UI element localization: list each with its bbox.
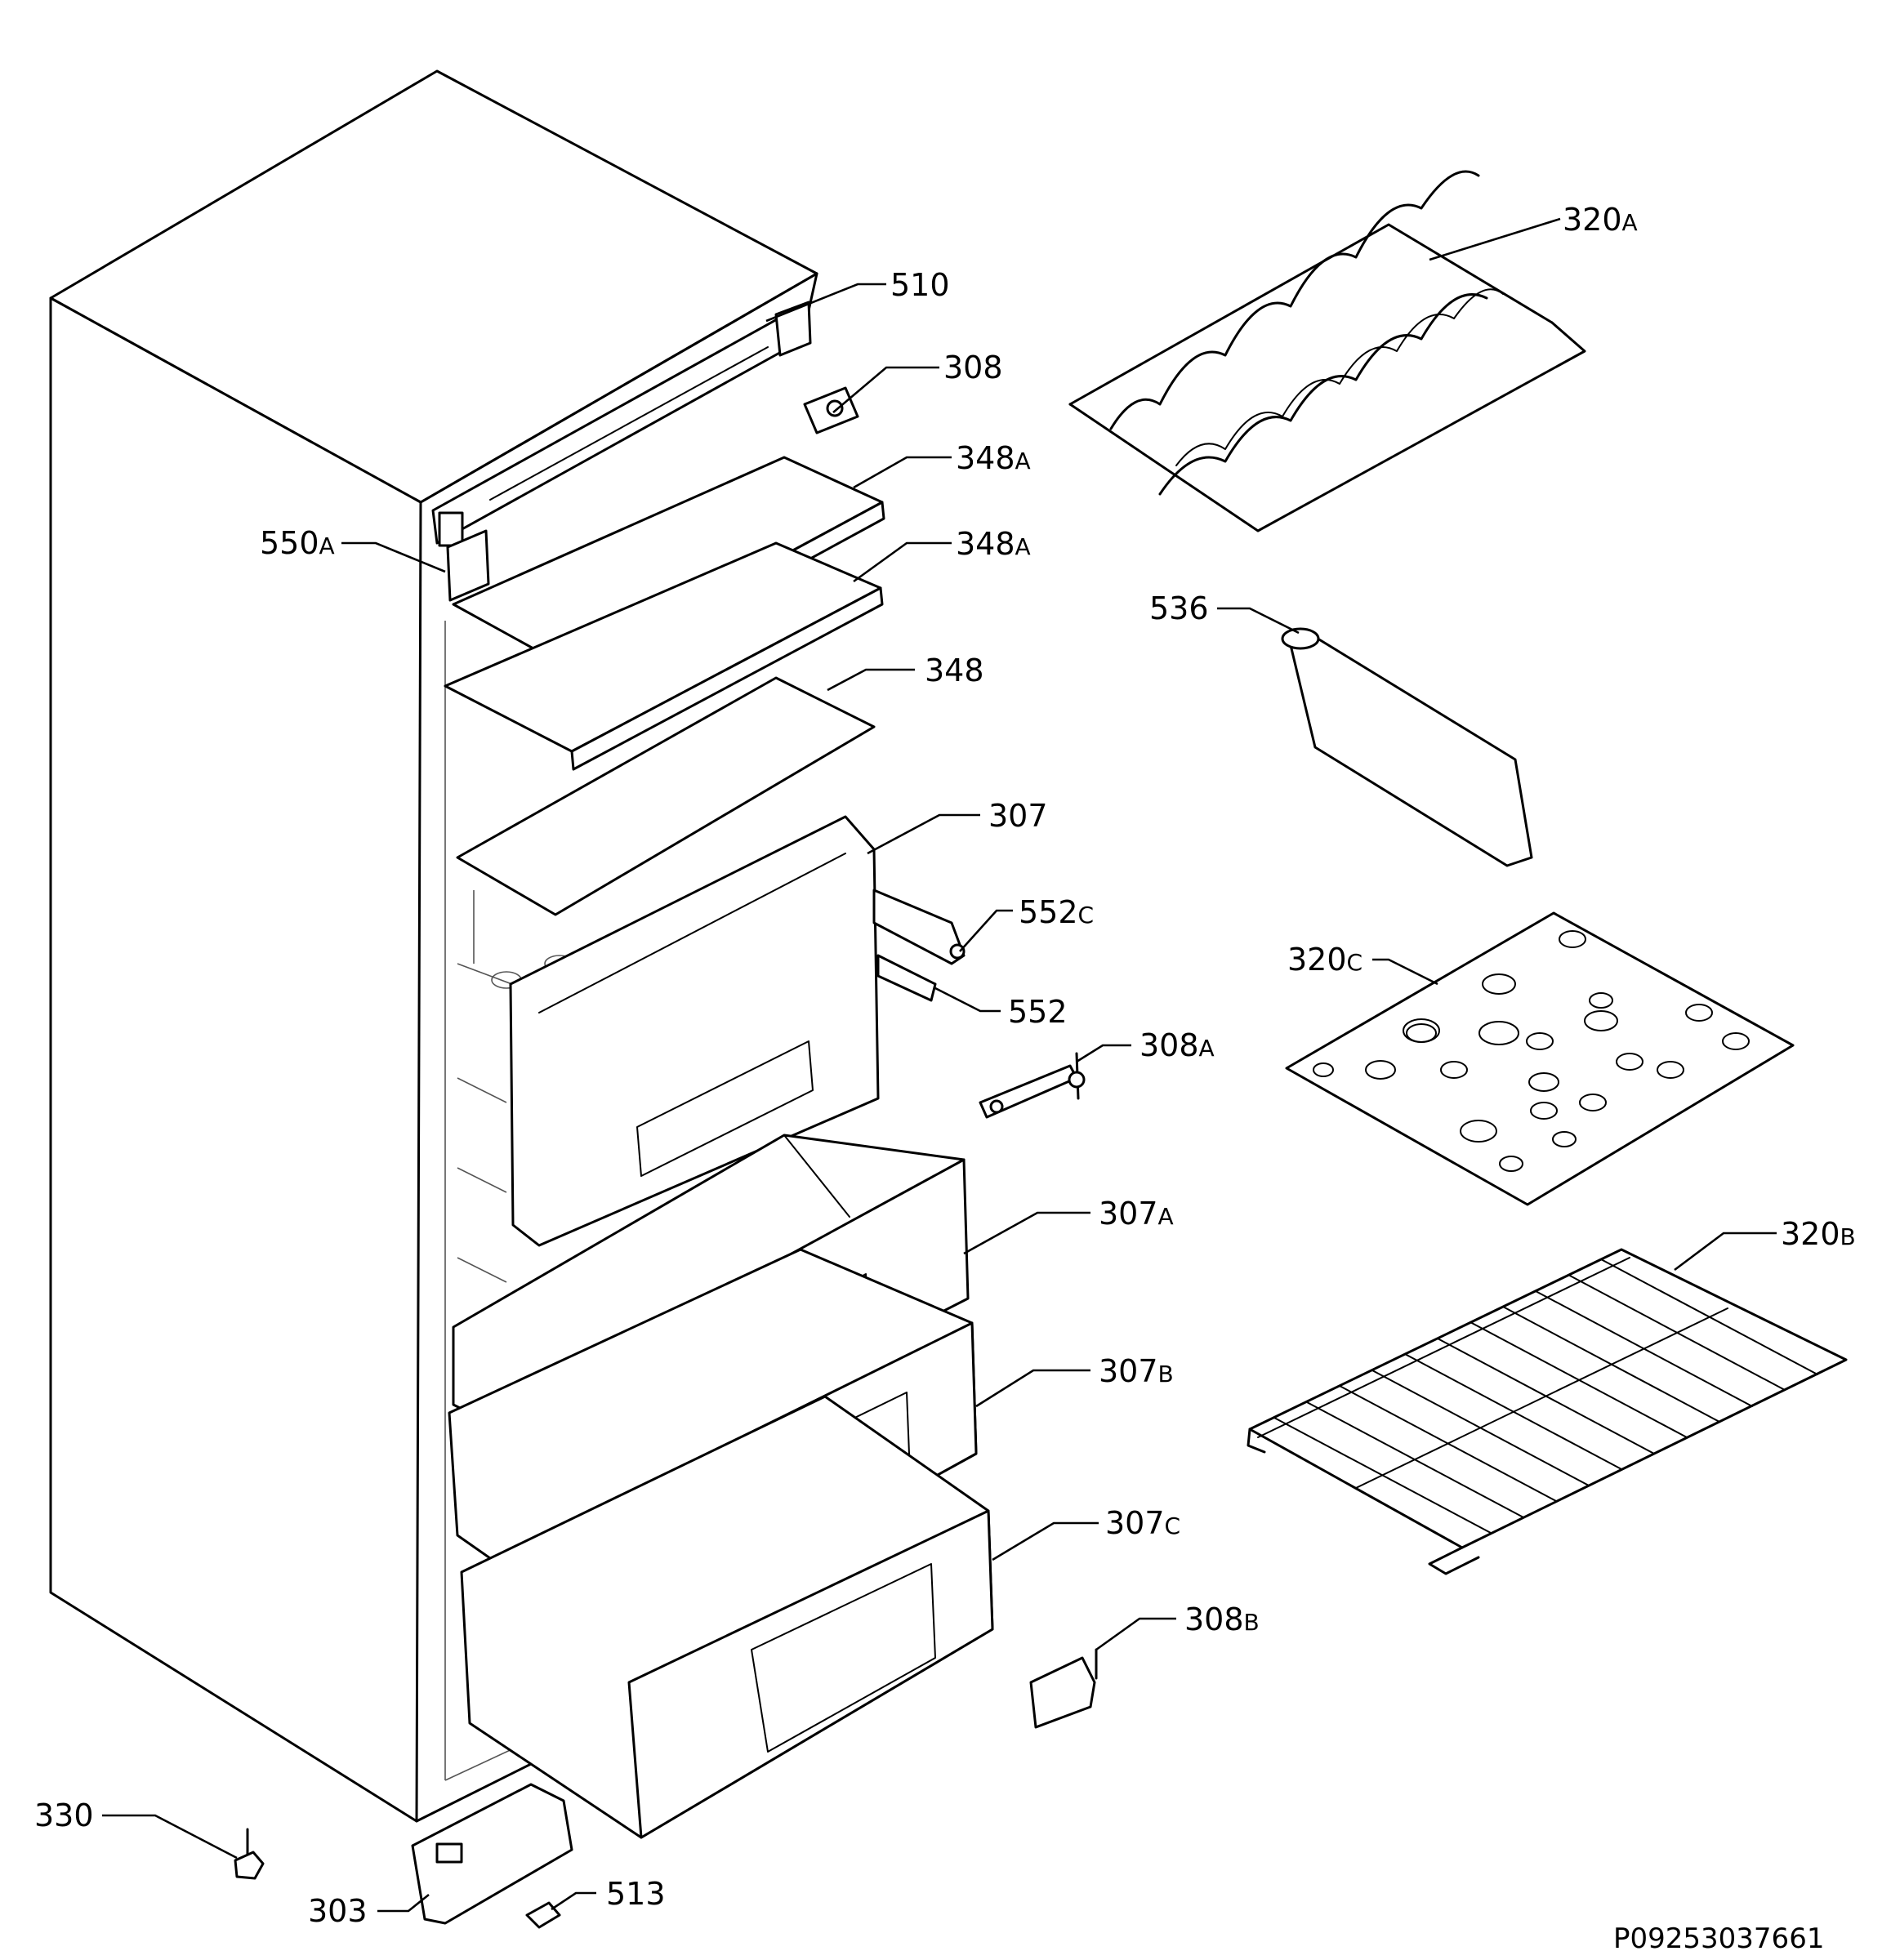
drawing-code: P09253037661 bbox=[1613, 1922, 1824, 1955]
callout-320c: 320C bbox=[1287, 942, 1363, 978]
cabinet-body bbox=[49, 69, 818, 1823]
part-308a-middle-hinge bbox=[979, 1052, 1086, 1119]
part-308-top-hinge bbox=[803, 386, 859, 434]
callout-307: 307 bbox=[988, 798, 1048, 834]
part-348-shelf-3 bbox=[456, 676, 876, 916]
callout-550a: 550A bbox=[260, 525, 335, 561]
callout-308a: 308A bbox=[1140, 1027, 1215, 1063]
part-320b-wire-shelf bbox=[1247, 1248, 1848, 1575]
callout-513: 513 bbox=[606, 1876, 666, 1912]
callout-552: 552 bbox=[1008, 994, 1068, 1030]
part-510-top-cover bbox=[431, 301, 812, 547]
callout-308: 308 bbox=[943, 350, 1003, 385]
callout-307b: 307B bbox=[1099, 1353, 1174, 1389]
part-348a-shelf-2 bbox=[444, 541, 884, 771]
callout-330: 330 bbox=[34, 1797, 94, 1833]
part-536-divider bbox=[1281, 627, 1533, 867]
callout-307a: 307A bbox=[1099, 1196, 1174, 1232]
callout-308b: 308B bbox=[1184, 1601, 1260, 1637]
part-307c-drawer bbox=[460, 1395, 994, 1839]
part-552c-rail bbox=[872, 889, 966, 965]
part-320a-bottle-rack bbox=[1068, 170, 1586, 532]
part-552-rail bbox=[876, 954, 937, 1002]
callout-552c: 552C bbox=[1019, 894, 1094, 930]
callout-320a: 320A bbox=[1563, 202, 1638, 238]
part-320c-perforated-plate bbox=[1285, 911, 1795, 1206]
callout-348a-2: 348A bbox=[956, 526, 1031, 562]
callout-labels: 320A 510 308 348A 348A 550A 536 348 307 … bbox=[34, 202, 1856, 1929]
callout-320b: 320B bbox=[1781, 1216, 1856, 1252]
part-303-plinth bbox=[411, 1783, 573, 1925]
callout-536: 536 bbox=[1149, 590, 1209, 626]
callout-303: 303 bbox=[308, 1893, 368, 1929]
callout-348: 348 bbox=[925, 653, 984, 688]
part-550a-panel bbox=[446, 529, 490, 602]
leader-lines bbox=[102, 217, 1777, 1913]
part-308b-bottom-hinge bbox=[1029, 1648, 1098, 1729]
callout-307c: 307C bbox=[1105, 1505, 1180, 1541]
callout-348a-1: 348A bbox=[956, 440, 1031, 476]
callout-510: 510 bbox=[890, 267, 950, 303]
part-330-adjustable-foot bbox=[234, 1828, 265, 1880]
